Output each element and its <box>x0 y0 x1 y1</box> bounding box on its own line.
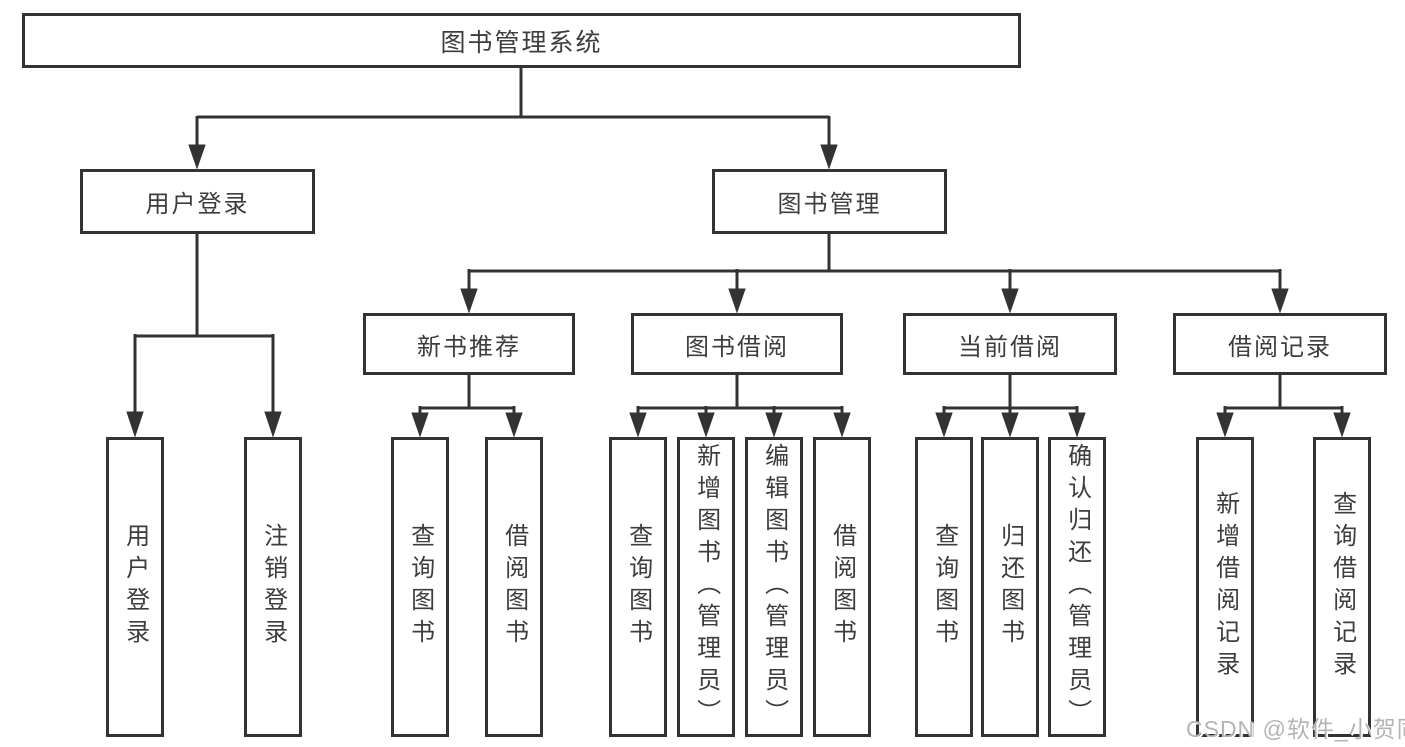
node-user-login: 用户登录 <box>80 169 315 234</box>
leaf-logout: 注销登录 <box>244 437 302 737</box>
node-book-management: 图书管理 <box>712 169 947 234</box>
leaf-label: 查询图书 <box>406 523 434 651</box>
leaf-borrow-books: 借阅图书 <box>813 437 871 737</box>
leaf-label: 新增图书（管理员） <box>692 443 720 731</box>
leaf-add-book-admin: 新增图书（管理员） <box>677 437 735 737</box>
leaf-user-login: 用户登录 <box>106 437 164 737</box>
leaf-label: 借阅图书 <box>828 523 856 651</box>
node-borrow-record: 借阅记录 <box>1173 313 1387 375</box>
node-root-system: 图书管理系统 <box>22 13 1021 68</box>
leaf-user-login-label: 用户登录 <box>121 523 149 651</box>
leaf-label: 新增借阅记录 <box>1211 491 1239 683</box>
leaf-logout-label: 注销登录 <box>259 523 287 651</box>
leaf-query-books-borrow: 查询图书 <box>609 437 667 737</box>
node-book-borrow: 图书借阅 <box>631 313 843 375</box>
leaf-query-books-recommend: 查询图书 <box>391 437 449 737</box>
node-new-book-recommend: 新书推荐 <box>363 313 575 375</box>
leaf-borrow-books-recommend: 借阅图书 <box>485 437 543 737</box>
leaf-return-book: 归还图书 <box>981 437 1039 737</box>
leaf-query-books-current: 查询图书 <box>915 437 973 737</box>
leaf-label: 借阅图书 <box>500 523 528 651</box>
leaf-edit-book-admin: 编辑图书（管理员） <box>745 437 803 737</box>
leaf-label: 确认归还（管理员） <box>1063 443 1091 731</box>
leaf-query-borrow-record: 查询借阅记录 <box>1313 437 1371 737</box>
leaf-add-borrow-record: 新增借阅记录 <box>1196 437 1254 737</box>
leaf-confirm-return-admin: 确认归还（管理员） <box>1048 437 1106 737</box>
leaf-label: 归还图书 <box>996 523 1024 651</box>
leaf-label: 查询图书 <box>624 523 652 651</box>
leaf-label: 编辑图书（管理员） <box>760 443 788 731</box>
node-current-borrow: 当前借阅 <box>903 313 1117 375</box>
csdn-watermark: CSDN @软件_小贺同学 <box>1186 716 1405 742</box>
leaf-label: 查询借阅记录 <box>1328 491 1356 683</box>
leaf-label: 查询图书 <box>930 523 958 651</box>
